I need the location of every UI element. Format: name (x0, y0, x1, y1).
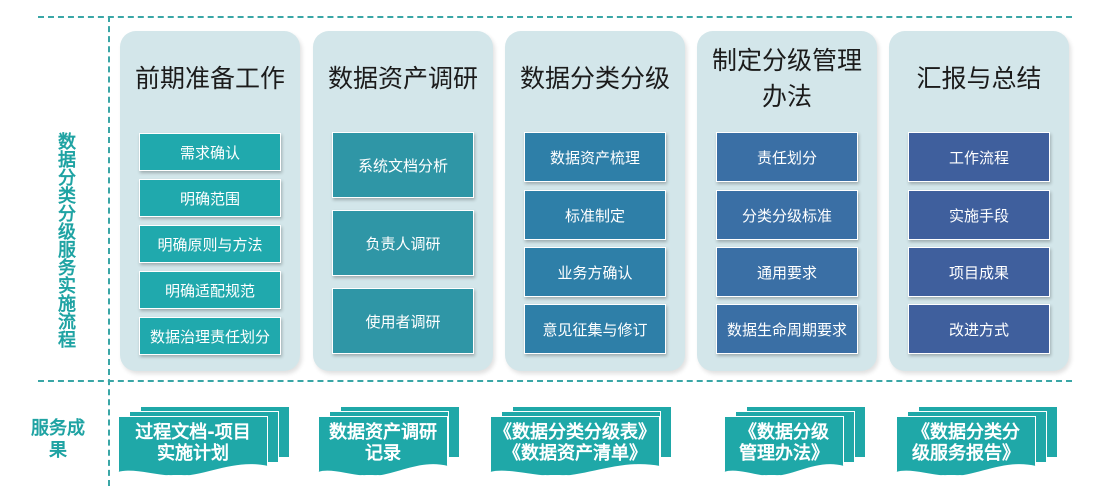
result-document-2: 数据资产调研记录 (318, 406, 478, 476)
phase-step: 数据资产梳理 (524, 132, 666, 182)
document-title-line: 《数据分级 (739, 422, 829, 443)
phase-step: 责任划分 (716, 132, 858, 182)
phase-step: 通用要求 (716, 247, 858, 297)
middle-dashed-divider (38, 380, 1072, 382)
phase-step: 实施手段 (908, 190, 1050, 240)
phase-step: 标准制定 (524, 190, 666, 240)
phase-step: 项目成果 (908, 247, 1050, 297)
result-document-5: 《数据分类分级服务报告》 (896, 406, 1066, 476)
document-title-line: 实施计划 (156, 443, 229, 464)
flow-section-label: 数据分类分级服务实施流程 (55, 132, 76, 348)
document-title-line: 《数据分类分级表》 (494, 422, 656, 443)
result-document-3: 《数据分类分级表》《数据资产清单》 (490, 406, 680, 476)
phase-step: 分类分级标准 (716, 190, 858, 240)
results-section-label: 服务成果 (31, 418, 85, 461)
phase-title: 制定分级管理办法 (711, 46, 862, 111)
document-title-line: 记录 (365, 443, 401, 464)
phase-column-classification: 数据分类分级 数据资产梳理 标准制定 业务方确认 意见征集与修订 (505, 31, 685, 371)
phase-step: 负责人调研 (332, 210, 474, 276)
document-title-line: 管理办法》 (739, 443, 829, 464)
phase-step: 数据治理责任划分 (139, 317, 281, 355)
phase-column-report-summary: 汇报与总结 工作流程 实施手段 项目成果 改进方式 (889, 31, 1069, 371)
document-front-sheet: 《数据分级管理办法》 (724, 416, 844, 476)
phase-step: 业务方确认 (524, 247, 666, 297)
phase-title: 数据分类分级 (519, 64, 670, 93)
left-dashed-divider (108, 16, 110, 486)
phase-title: 前期准备工作 (134, 64, 285, 93)
phase-title: 数据资产调研 (327, 64, 478, 93)
document-title-line: 级服务报告》 (912, 443, 1020, 464)
phase-step: 明确原则与方法 (139, 225, 281, 263)
document-front-sheet: 过程文档-项目实施计划 (118, 416, 268, 476)
document-front-sheet: 《数据分类分级表》《数据资产清单》 (490, 416, 660, 476)
phase-step: 数据生命周期要求 (716, 304, 858, 354)
document-front-sheet: 数据资产调研记录 (318, 416, 448, 476)
phase-step: 明确范围 (139, 179, 281, 217)
document-title-line: 《数据资产清单》 (503, 443, 647, 464)
document-title-line: 过程文档-项目 (135, 422, 251, 443)
phase-step: 工作流程 (908, 132, 1050, 182)
result-document-1: 过程文档-项目实施计划 (118, 406, 298, 476)
phase-step: 系统文档分析 (332, 132, 474, 198)
phase-column-management-rules: 制定分级管理办法 责任划分 分类分级标准 通用要求 数据生命周期要求 (697, 31, 877, 371)
top-dashed-divider (38, 16, 1072, 18)
phase-column-asset-survey: 数据资产调研 系统文档分析 负责人调研 使用者调研 (313, 31, 493, 371)
document-title-line: 《数据分类分 (912, 422, 1020, 443)
result-document-4: 《数据分级管理办法》 (724, 406, 874, 476)
phase-step: 使用者调研 (332, 288, 474, 354)
phase-title: 汇报与总结 (916, 64, 1042, 93)
document-front-sheet: 《数据分类分级服务报告》 (896, 416, 1036, 476)
phase-step: 改进方式 (908, 304, 1050, 354)
phase-step: 意见征集与修订 (524, 304, 666, 354)
phase-column-preparation: 前期准备工作 需求确认 明确范围 明确原则与方法 明确适配规范 数据治理责任划分 (120, 31, 300, 371)
phase-step: 明确适配规范 (139, 271, 281, 309)
document-title-line: 数据资产调研 (329, 422, 437, 443)
phase-step: 需求确认 (139, 133, 281, 171)
